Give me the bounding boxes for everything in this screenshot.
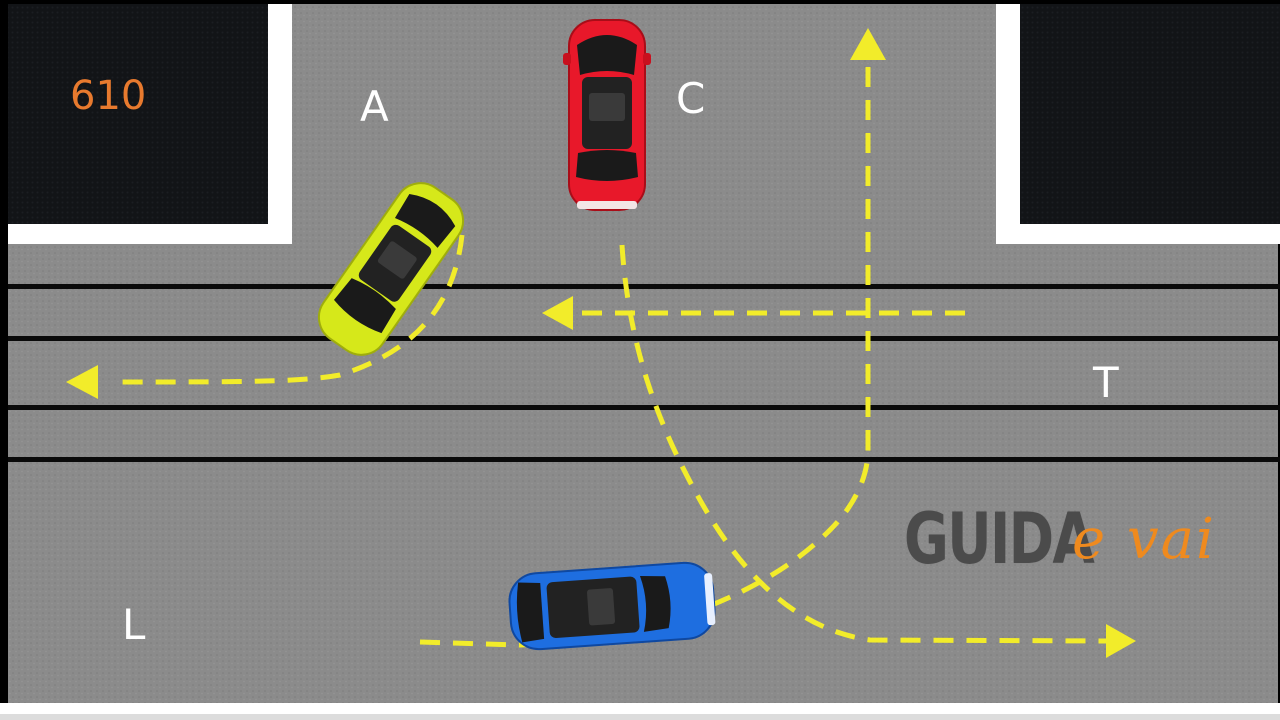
lane-stripe — [8, 336, 1280, 341]
lane-stripe — [8, 405, 1280, 410]
question-number: 610 — [70, 73, 147, 119]
path-a-left — [109, 234, 465, 385]
path-c-right — [619, 244, 1111, 644]
guida-e-vai-logo: GUIDA e vai — [900, 500, 1250, 590]
vehicle-label-a: A — [360, 82, 389, 131]
vehicle-label-c: C — [676, 74, 706, 123]
blue-car — [508, 561, 716, 651]
vehicle-label-t: T — [1093, 358, 1119, 407]
arrow-up — [850, 28, 886, 60]
logo-accent-text: e vai — [1072, 507, 1216, 572]
corner-block-right-inner — [1020, 4, 1280, 224]
lane-stripe — [8, 284, 1280, 289]
arrow-right — [1106, 624, 1136, 658]
red-car — [563, 19, 651, 211]
bottom-curb-shadow — [0, 714, 1280, 720]
yellow-car — [317, 182, 465, 356]
logo-main-text: GUIDA — [904, 498, 1095, 580]
lane-stripe — [8, 457, 1280, 462]
vehicle-label-l: L — [122, 600, 146, 649]
arrow-t-left — [542, 296, 573, 330]
left-edge — [0, 0, 8, 720]
arrow-a-left — [66, 365, 98, 399]
top-edge — [0, 0, 1280, 4]
right-edge — [1278, 0, 1280, 720]
corner-block-left-inner — [8, 4, 268, 224]
